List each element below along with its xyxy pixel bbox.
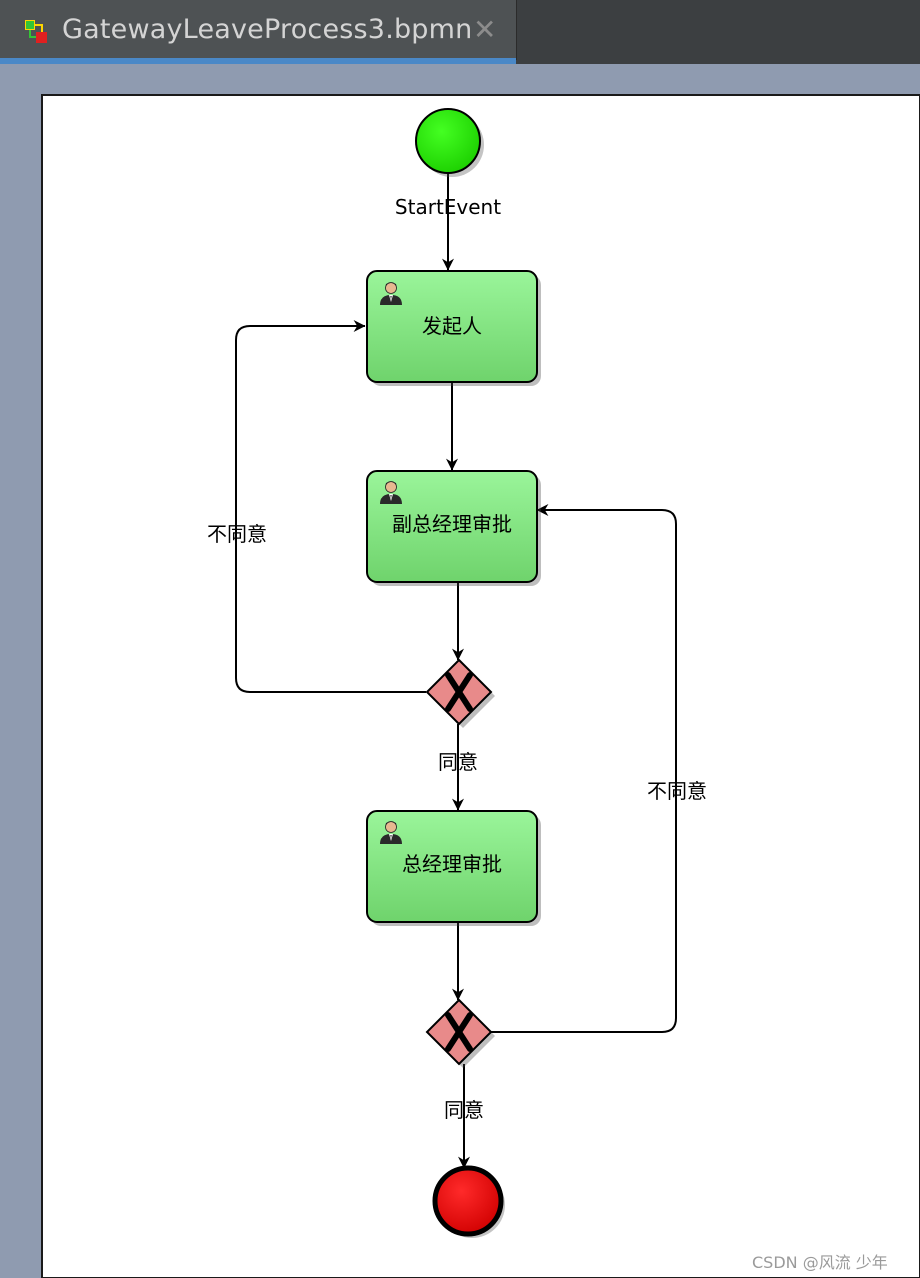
flow-gateway1-disagree[interactable] xyxy=(235,320,426,693)
gateway-x-icon xyxy=(445,1012,473,1052)
gateway-x-icon xyxy=(445,672,473,712)
tab-title: GatewayLeaveProcess3.bpmn xyxy=(62,14,473,45)
task-gm-label: 总经理审批 xyxy=(402,852,502,876)
task-initiator[interactable] xyxy=(366,270,541,386)
watermark: CSDN @风流 少年 xyxy=(752,1253,888,1272)
flow-label-agree-2: 同意 xyxy=(444,1098,484,1122)
task-initiator-label: 发起人 xyxy=(422,314,482,338)
task-deputy-gm-approval[interactable] xyxy=(366,470,541,586)
exclusive-gateway-2[interactable] xyxy=(425,998,495,1068)
task-deputy-gm-label: 副总经理审批 xyxy=(392,512,512,536)
bpmn-file-icon xyxy=(25,20,47,43)
tab-gateway-leave-process[interactable]: GatewayLeaveProcess3.bpmn ✕ xyxy=(0,0,517,60)
active-tab-indicator xyxy=(0,58,516,64)
task-gm-approval[interactable] xyxy=(366,810,541,926)
flow-label-disagree-1: 不同意 xyxy=(207,522,267,546)
start-event-label: StartEvent xyxy=(395,195,501,219)
exclusive-gateway-1[interactable] xyxy=(425,658,495,728)
close-icon[interactable]: ✕ xyxy=(473,13,497,46)
editor-tab-bar: GatewayLeaveProcess3.bpmn ✕ xyxy=(0,0,920,64)
end-event[interactable] xyxy=(432,1165,505,1238)
start-event[interactable] xyxy=(415,108,484,177)
flow-label-agree-1: 同意 xyxy=(438,750,478,774)
flow-gateway2-disagree[interactable] xyxy=(490,504,677,1033)
flow-label-disagree-2: 不同意 xyxy=(647,779,707,803)
